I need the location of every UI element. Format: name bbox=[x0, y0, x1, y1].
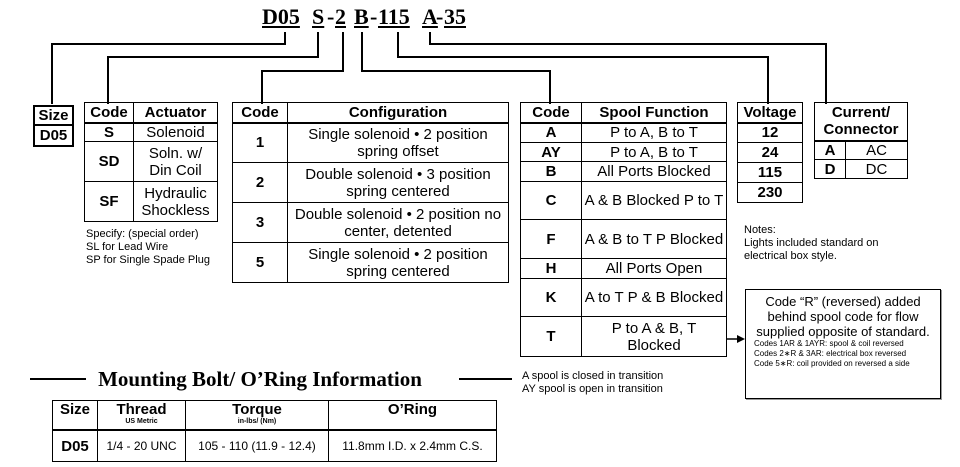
config-header: Configuration bbox=[287, 102, 509, 124]
mounting-torque: 105 - 110 (11.9 - 12.4) bbox=[185, 429, 329, 462]
voltage-header: Voltage bbox=[737, 102, 803, 124]
size-table: Size D05 bbox=[33, 105, 74, 147]
spool-code-header: Code bbox=[520, 102, 582, 124]
config-label: Double solenoid • 3 position spring cent… bbox=[287, 162, 509, 203]
model-connector: A bbox=[422, 4, 438, 29]
mounting-header-oring: O’Ring bbox=[328, 400, 497, 431]
actuator-notes: Specify: (special order) SL for Lead Wir… bbox=[86, 228, 210, 266]
config-code-header: Code bbox=[232, 102, 288, 124]
config-label: Single solenoid • 2 position spring offs… bbox=[287, 122, 509, 163]
model-size: D05 bbox=[262, 4, 300, 29]
actuator-header: Actuator bbox=[133, 102, 218, 124]
config-label: Single solenoid • 2 position spring cent… bbox=[287, 242, 509, 283]
config-code: 3 bbox=[232, 202, 288, 243]
spool-label: All Ports Blocked bbox=[581, 161, 727, 182]
actuator-label: Solenoid bbox=[133, 122, 218, 142]
model-spool: B bbox=[354, 4, 369, 29]
spool-code: AY bbox=[520, 142, 582, 162]
connector-label: AC bbox=[845, 140, 908, 160]
spool-code: A bbox=[520, 122, 582, 143]
spool-code: C bbox=[520, 181, 582, 220]
actuator-label: Soln. w/ Din Coil bbox=[133, 141, 218, 182]
spool-code: F bbox=[520, 219, 582, 259]
model-config: 2 bbox=[335, 4, 346, 29]
mounting-oring: 11.8mm I.D. x 2.4mm C.S. bbox=[328, 429, 497, 462]
spool-label: All Ports Open bbox=[581, 258, 727, 279]
spool-label: A to T P & B Blocked bbox=[581, 278, 727, 317]
size-value: D05 bbox=[33, 124, 74, 147]
voltage-value: 115 bbox=[737, 162, 803, 183]
mounting-size: D05 bbox=[52, 429, 98, 462]
spool-code: B bbox=[520, 161, 582, 182]
actuator-code: SF bbox=[84, 181, 134, 222]
spool-code: H bbox=[520, 258, 582, 279]
voltage-value: 12 bbox=[737, 122, 803, 143]
voltage-table: Voltage 12 24 115 230 bbox=[737, 102, 803, 203]
voltage-value: 230 bbox=[737, 182, 803, 203]
model-design: 35 bbox=[444, 4, 466, 29]
voltage-value: 24 bbox=[737, 142, 803, 163]
size-header: Size bbox=[33, 105, 74, 126]
actuator-label: Hydraulic Shockless bbox=[133, 181, 218, 222]
voltage-notes: Notes: Lights included standard on elect… bbox=[744, 224, 879, 262]
spool-label: P to A & B, T Blocked bbox=[581, 316, 727, 357]
connector-header: Current/ Connector bbox=[814, 102, 908, 142]
config-code: 2 bbox=[232, 162, 288, 203]
actuator-code: S bbox=[84, 122, 134, 142]
reversed-callout: Code “R” (reversed) added behind spool c… bbox=[745, 289, 941, 399]
actuator-code-header: Code bbox=[84, 102, 134, 124]
spool-label: P to A, B to T bbox=[581, 122, 727, 143]
mounting-thread: 1/4 - 20 UNC bbox=[97, 429, 186, 462]
connector-code: D bbox=[814, 159, 846, 179]
spool-label: P to A, B to T bbox=[581, 142, 727, 162]
callout-main: Code “R” (reversed) added behind spool c… bbox=[756, 294, 930, 339]
connector-label: DC bbox=[845, 159, 908, 179]
callout-sub: Codes 1AR & 1AYR: spool & coil reversed … bbox=[754, 339, 910, 368]
spool-code: K bbox=[520, 278, 582, 317]
config-code: 5 bbox=[232, 242, 288, 283]
model-actuator: S bbox=[312, 4, 325, 29]
mounting-title: Mounting Bolt/ O’Ring Information bbox=[98, 367, 422, 391]
spool-code: T bbox=[520, 316, 582, 357]
model-voltage: 115 bbox=[378, 4, 410, 29]
spool-label: A & B Blocked P to T bbox=[581, 181, 727, 220]
spool-header: Spool Function bbox=[581, 102, 727, 124]
config-label: Double solenoid • 2 position no center, … bbox=[287, 202, 509, 243]
spool-notes: A spool is closed in transition AY spool… bbox=[522, 370, 664, 395]
mounting-header-size: Size bbox=[52, 400, 98, 431]
spool-label: A & B to T P Blocked bbox=[581, 219, 727, 259]
config-code: 1 bbox=[232, 122, 288, 163]
actuator-code: SD bbox=[84, 141, 134, 182]
connector-code: A bbox=[814, 140, 846, 160]
